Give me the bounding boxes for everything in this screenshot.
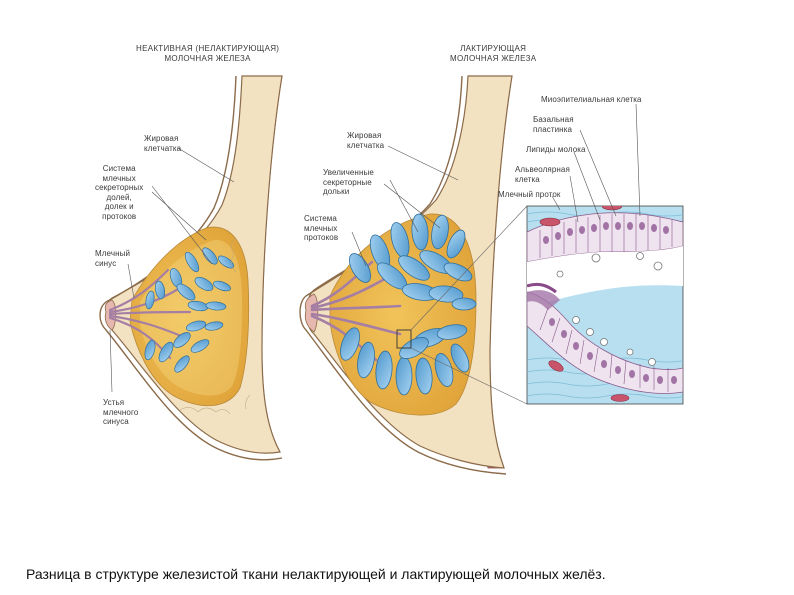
slide-caption: Разница в структуре железистой ткани нел… <box>26 566 606 582</box>
title-lactating-gland: ЛАКТИРУЮЩАЯ МОЛОЧНАЯ ЖЕЛЕЗА <box>450 44 536 64</box>
label-milk-duct: Млечный проток <box>498 190 561 200</box>
label-left-sinus-mouth: Устья млечного синуса <box>103 398 138 427</box>
label-left-sinus: Млечный синус <box>95 249 130 268</box>
label-enlarged-lobules: Увеличенные секреторные дольки <box>323 168 374 197</box>
label-myoepithelial-cell: Миоэпителиальная клетка <box>541 95 642 105</box>
right-breast <box>300 76 527 474</box>
label-left-lobe-system: Система млечных секреторных долей, долек… <box>95 164 143 221</box>
title-inactive-gland: НЕАКТИВНАЯ (НЕЛАКТИРУЮЩАЯ) МОЛОЧНАЯ ЖЕЛЕ… <box>136 44 279 64</box>
label-duct-system: Система млечных протоков <box>304 214 338 243</box>
label-milk-lipids: Липиды молока <box>526 145 586 155</box>
label-left-fat: Жировая клетчатка <box>144 134 181 153</box>
label-basal-lamina: Базальная пластинка <box>533 115 574 134</box>
label-alveolar-cell: Альвеолярная клетка <box>515 165 570 184</box>
label-right-fat: Жировая клетчатка <box>347 131 384 150</box>
